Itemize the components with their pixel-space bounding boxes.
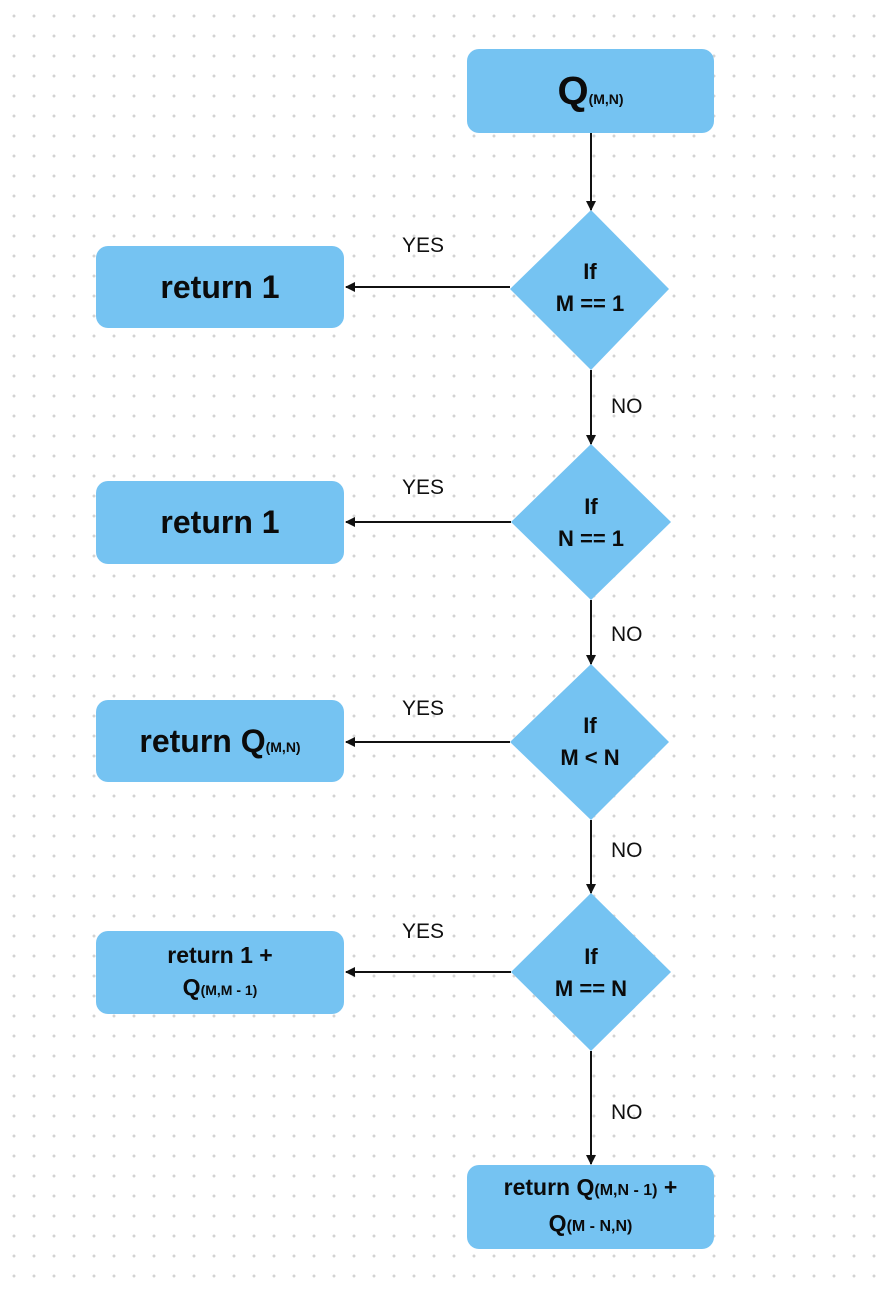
decision-2-text: If N == 1 [511,490,671,556]
decision-1-if: If [583,259,597,284]
decision-3-text: If M < N [511,709,669,775]
decision-diamond-m-lt-n[interactable] [510,664,669,820]
decision-diamond-n-eq-1[interactable] [511,444,671,600]
result-box-1[interactable]: return 1 [96,246,344,328]
start-node-sub: (M,N) [588,90,624,107]
edge-label-yes-3: YES [402,697,445,720]
result-1-text: return 1 [160,268,280,305]
edge-label-yes-4: YES [402,920,445,943]
decision-3-if: If [583,713,597,738]
edge-label-yes-2: YES [402,476,445,499]
start-node-main: Q [557,68,589,113]
start-node-label: Q(M,N) [557,69,623,114]
result-3-sub: (M,N) [265,738,301,755]
final-line-2: Q(M - N,N) [549,1207,633,1243]
final-result-box[interactable]: return Q(M,N - 1) + Q(M - N,N) [467,1165,714,1249]
edge-label-no-2: NO [611,623,643,646]
start-node[interactable]: Q(M,N) [467,49,714,133]
result-2-text: return 1 [160,504,280,540]
edge-label-no-3: NO [611,839,643,862]
edge-label-yes-1: YES [402,234,445,257]
result-3-main: return Q [139,722,266,759]
final-sub-2: (M - N,N) [566,1218,633,1235]
result-box-2[interactable]: return 1 [96,481,344,564]
result-box-3[interactable]: return Q(M,N) [96,700,344,782]
final-plus: + [657,1174,678,1200]
result-4-line-2: Q(M,M - 1) [183,971,258,1006]
decision-4-condition: M == N [554,976,628,1001]
decision-1-text: If M == 1 [511,255,669,321]
final-main-2: Q [548,1210,567,1236]
edge-label-no-4: NO [611,1101,643,1124]
decision-3-condition: M < N [560,745,620,770]
decision-2-if: If [584,494,598,519]
result-4-main: Q [182,974,201,1000]
final-line-1: return Q(M,N - 1) + [504,1171,678,1207]
decision-4-if: If [584,944,598,969]
edge-label-no-1: NO [611,395,643,418]
decision-1-condition: M == 1 [555,291,625,316]
decision-diamond-m-eq-n[interactable] [511,893,671,1051]
decision-diamond-m-eq-1[interactable] [510,210,669,370]
result-box-4[interactable]: return 1 + Q(M,M - 1) [96,931,344,1014]
result-4-line-1: return 1 + [167,942,273,968]
result-3-label: return Q(M,N) [139,723,300,760]
result-4-sub: (M,M - 1) [200,982,258,998]
final-main-1: return Q [503,1174,595,1200]
decision-4-text: If M == N [511,940,671,1006]
decision-2-condition: N == 1 [557,526,625,551]
final-sub-1: (M,N - 1) [594,1182,658,1199]
